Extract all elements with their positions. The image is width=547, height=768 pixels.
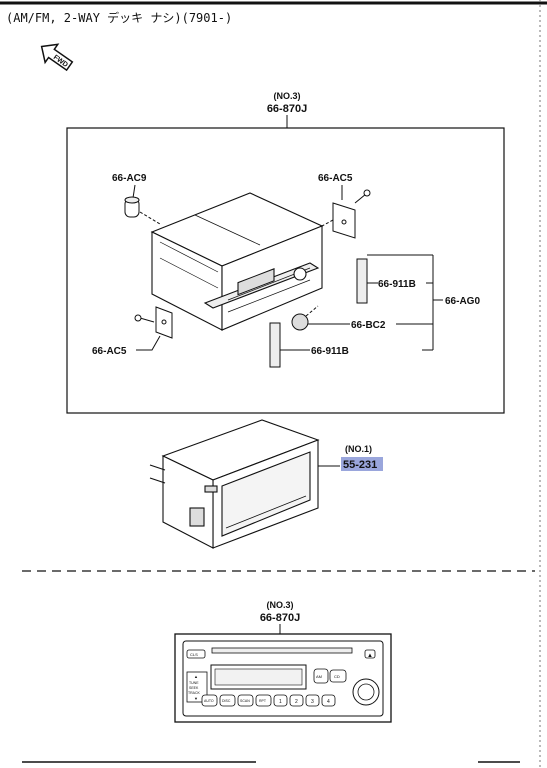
main-no-tag: (NO.3) <box>274 91 301 101</box>
auto-button[interactable] <box>201 694 218 707</box>
seek-label: SEEK <box>189 686 199 690</box>
eject-button[interactable] <box>364 649 376 659</box>
track-label: TRACK <box>188 691 201 695</box>
fwd-label: FWD <box>52 54 69 69</box>
auto-label: AUTO <box>204 699 214 703</box>
preset-1-button[interactable] <box>273 694 288 707</box>
preset-2-label: 2 <box>295 699 298 705</box>
cls-label: CLS <box>190 652 198 657</box>
strip-911b-lower <box>269 322 281 368</box>
cls-button[interactable] <box>186 649 206 659</box>
main-part-number: 66-870J <box>267 103 307 115</box>
tune-label: TUNE <box>189 681 199 685</box>
leader-ac9 <box>132 184 136 199</box>
part-label-911b-upper: 66-911B <box>378 279 416 290</box>
front-no-tag: (NO.3) <box>267 600 294 610</box>
part-label-ac9: 66-AC9 <box>112 173 147 184</box>
eject-label: ▲ <box>367 653 373 659</box>
tune-up-label: ▲ <box>194 674 198 679</box>
am-button[interactable] <box>313 668 329 684</box>
preset-3-label: 3 <box>311 699 314 705</box>
cd-button[interactable] <box>329 669 347 683</box>
disc-button[interactable] <box>219 694 236 707</box>
part-label-ag0: 66-AG0 <box>445 296 480 307</box>
rpt-label: RPT <box>259 699 267 703</box>
preset-3-button[interactable] <box>305 694 320 707</box>
radio-front-face <box>174 633 392 723</box>
bracket-ac5-top-icon <box>321 189 371 239</box>
knob-bc2-icon <box>291 305 319 331</box>
front-part-number: 66-870J <box>260 612 300 624</box>
fwd-arrow-icon: FWD <box>40 43 74 72</box>
front-buttons <box>186 649 376 707</box>
part-label-bc2: 66-BC2 <box>351 320 386 331</box>
scan-label: SCAN <box>240 699 250 703</box>
radio-unit <box>150 192 324 331</box>
disc-label: DISC <box>222 699 231 703</box>
mounting-sleeve <box>149 419 320 549</box>
am-label: AM <box>316 674 322 679</box>
rpt-button[interactable] <box>255 694 272 707</box>
scan-button[interactable] <box>237 694 254 707</box>
bracket-ac5-bottom-icon <box>134 306 173 339</box>
front-button-labels: CLS ▲ AM CD ▲ TUNE SEEK TRACK ▼ AUTO DIS… <box>188 652 373 705</box>
main-assembly-box <box>66 127 505 414</box>
preset-4-button[interactable] <box>321 694 336 707</box>
leader-ag0 <box>367 254 443 351</box>
bracket-no-tag: (NO.1) <box>345 444 372 454</box>
preset-4-label: 4 <box>327 699 330 705</box>
strip-911b-upper <box>356 258 368 304</box>
part-label-911b-lower: 66-911B <box>311 346 349 357</box>
bracket-part-number[interactable]: 55-231 <box>343 459 377 471</box>
diagram-title: (AM/FM, 2-WAY デッキ ナシ)(7901-) <box>6 10 232 25</box>
cd-label: CD <box>334 674 340 679</box>
leader-ac5-bottom <box>136 335 161 351</box>
preset-1-label: 1 <box>279 699 282 705</box>
part-number-highlight <box>341 457 383 471</box>
tune-down-label: ▼ <box>194 696 198 701</box>
part-label-ac5-bottom: 66-AC5 <box>92 346 127 357</box>
knob-ac9-icon <box>124 196 161 225</box>
preset-2-button[interactable] <box>289 694 304 707</box>
part-label-ac5-top: 66-AC5 <box>318 173 353 184</box>
